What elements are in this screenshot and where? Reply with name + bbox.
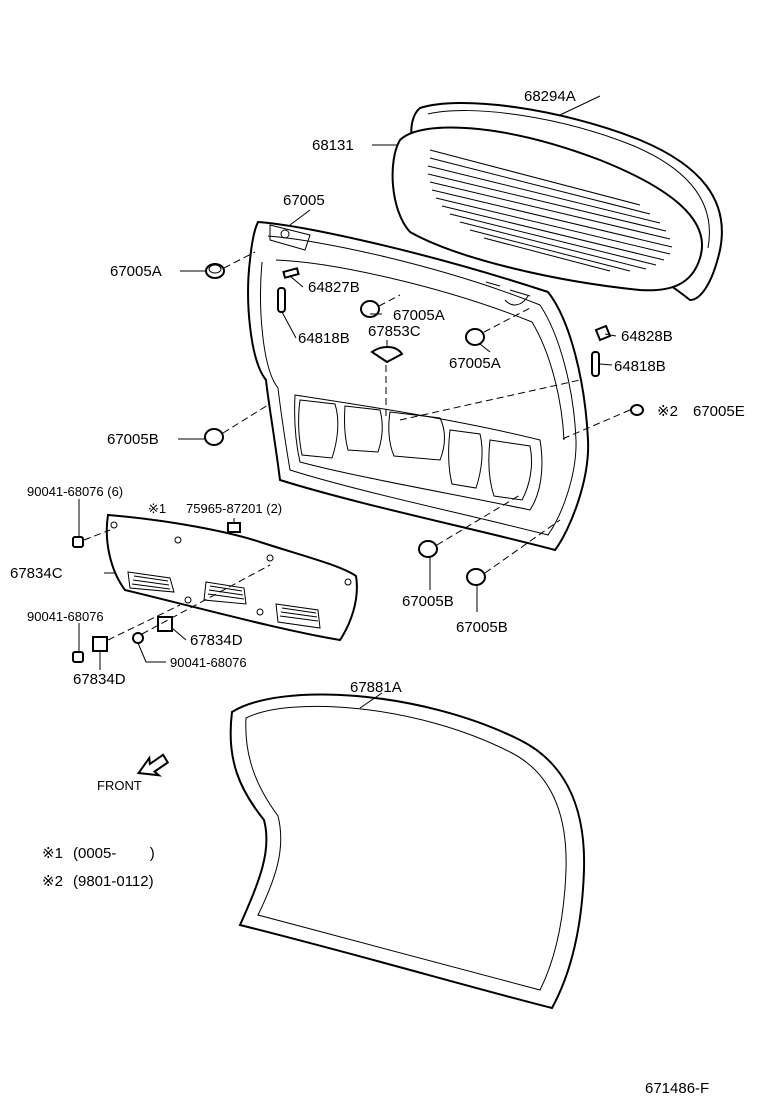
rear-glass-68131 (391, 126, 703, 292)
clip-67005B-right (466, 568, 486, 586)
stopper-64818B-left (277, 287, 286, 313)
label-68131: 68131 (312, 137, 354, 154)
assembly-lines (83, 251, 631, 641)
label-67881A: 67881A (350, 679, 402, 696)
clip-67005B-mid (418, 540, 438, 558)
clip-67005A-right (465, 328, 485, 346)
weatherstrip-67881A (229, 693, 586, 1010)
label-64828B: 64828B (621, 328, 673, 345)
diagram-code: 671486-F (645, 1080, 709, 1097)
note2-mark: ※2 (42, 873, 63, 890)
label-67853C: 67853C (368, 323, 421, 340)
nut-90041-mid (72, 651, 84, 663)
stopper-64818B-right (591, 351, 600, 377)
label-67005: 67005 (283, 192, 325, 209)
label-67005B-right: 67005B (456, 619, 508, 636)
part-labels: 68294A 68131 67005 67005A 64827B 67005A … (10, 88, 745, 793)
label-67834D-right: 67834D (190, 632, 243, 649)
clip-67005A-center (360, 300, 380, 318)
label-67005B-mid: 67005B (402, 593, 454, 610)
note1-range: (0005- ) (73, 845, 155, 862)
cushion-67853C (370, 346, 404, 364)
label-64818B-left: 64818B (298, 330, 350, 347)
applicability-notes: ※1 (0005- ) ※2 (9801-0112) (42, 845, 155, 890)
nut-90041-top (72, 536, 84, 548)
label-90041-top: 90041-68076 (6) (27, 484, 123, 499)
label-75965: 75965-87201 (2) (186, 501, 282, 516)
note2-range: (9801-0112) (73, 873, 154, 890)
label-90041-mid: 90041-68076 (27, 609, 104, 624)
label-67834C: 67834C (10, 565, 63, 582)
note1-mark: ※1 (42, 845, 63, 862)
label-67005A-center: 67005A (393, 307, 445, 324)
plate-garnish-67834C (105, 513, 358, 642)
leader-lines (78, 95, 617, 709)
label-67005B-left: 67005B (107, 431, 159, 448)
label-64827B: 64827B (308, 279, 360, 296)
label-90041-bottom: 90041-68076 (170, 655, 247, 670)
back-door-67005 (247, 220, 590, 552)
label-68294A: 68294A (524, 88, 576, 105)
stopper-64827B (282, 267, 300, 279)
clip-67005A-left (205, 263, 225, 279)
note2-mark-67005E: ※2 (657, 403, 678, 420)
label-64818B-right: 64818B (614, 358, 666, 375)
front-arrow-icon (136, 753, 170, 777)
label-67834D-left: 67834D (73, 671, 126, 688)
nut-90041-bottom (132, 632, 144, 644)
clip-67834D-right (157, 616, 173, 632)
clip-67834D-left (92, 636, 108, 652)
clip-67005E (630, 404, 644, 416)
clip-75965 (227, 522, 241, 533)
stopper-64828B (594, 324, 612, 342)
label-67005A-left: 67005A (110, 263, 162, 280)
note1-mark-75965: ※1 (148, 501, 166, 516)
clip-67005B-left (204, 428, 224, 446)
label-67005E: 67005E (693, 403, 745, 420)
label-67005A-right: 67005A (449, 355, 501, 372)
label-front: FRONT (97, 778, 142, 793)
